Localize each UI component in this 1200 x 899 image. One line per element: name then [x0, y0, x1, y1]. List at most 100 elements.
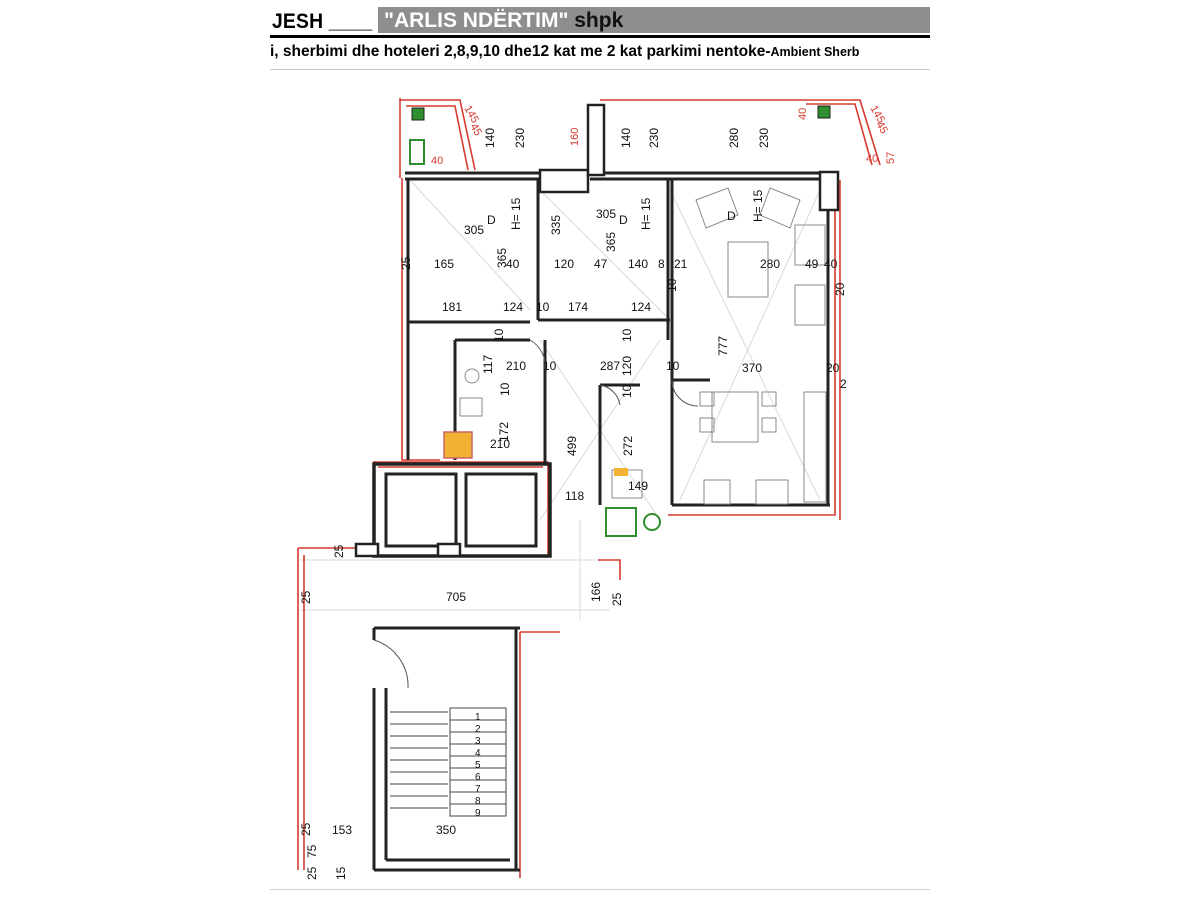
dim-top-280: 280: [727, 128, 741, 148]
company-name: "ARLIS NDËRTIM" shpk: [384, 9, 623, 33]
dimension-label: 20: [826, 361, 840, 375]
dimension-label: 280: [760, 257, 780, 271]
subtitle: i, sherbimi dhe hoteleri 2,8,9,10 dhe12 …: [270, 43, 771, 60]
dimension-label: 75: [305, 844, 319, 858]
dimension-label: 10: [536, 300, 550, 314]
dimension-label: 120: [620, 356, 634, 376]
dim-top-140a: 140: [483, 128, 497, 148]
stair-step-9: 9: [475, 808, 481, 819]
stair-step-2: 2: [475, 724, 481, 735]
room1-h: H= 15: [509, 197, 523, 230]
stair-step-8: 8: [475, 796, 481, 807]
stair-treads: [390, 707, 507, 817]
red-40c: 40: [866, 153, 878, 165]
room3-h: H= 15: [751, 189, 765, 222]
dimension-label: 705: [446, 590, 466, 604]
dimension-label: 140: [628, 257, 648, 271]
subtitle-row: i, sherbimi dhe hoteleri 2,8,9,10 dhe12 …: [270, 43, 930, 70]
dimension-label: 10: [620, 328, 634, 342]
dimension-label: 25: [299, 822, 313, 836]
company-suffix: shpk: [568, 9, 624, 32]
dimension-label: 153: [332, 823, 352, 837]
stair-step-1: 1: [475, 712, 481, 723]
dimension-label: 10: [666, 359, 680, 373]
door-swings: [373, 339, 699, 689]
dimension-label: 117: [481, 355, 495, 374]
dim-top-140b: 140: [619, 128, 633, 148]
dimension-label: 350: [436, 823, 456, 837]
dimension-label: 25: [399, 256, 413, 270]
red-160: 160: [569, 128, 581, 146]
dimension-label: 149: [628, 479, 648, 493]
fixtures: [409, 105, 831, 537]
dimension-label: 10: [498, 382, 512, 396]
dimension-label: 210: [490, 437, 510, 451]
room3-d: D: [727, 209, 736, 223]
dimension-label: 305: [596, 207, 616, 221]
dimension-label: 2: [840, 377, 847, 391]
title-bar: [378, 7, 930, 33]
columns: [354, 103, 840, 558]
title-row: JESH ____ "ARLIS NDËRTIM" shpk: [270, 7, 930, 38]
dimension-label: 25: [332, 544, 346, 558]
dimension-label: 165: [434, 257, 454, 271]
stair-step-7: 7: [475, 784, 481, 795]
bottom-rule: [270, 889, 930, 890]
dimension-label: 287: [600, 359, 620, 373]
dim-top-230a: 230: [513, 128, 527, 148]
dimension-label: 124: [631, 300, 651, 314]
dimension-label: 20: [833, 282, 847, 296]
dimension-label: 40: [824, 257, 838, 271]
dimension-label: 499: [565, 436, 579, 456]
room1-d: D: [487, 213, 496, 227]
walls: [372, 171, 830, 872]
dimension-label: 181: [442, 300, 462, 314]
red-45a: 45: [467, 122, 484, 139]
dimension-label: 305: [464, 223, 484, 237]
title-left: JESH ____: [272, 10, 373, 33]
dimension-label: 25: [305, 866, 319, 880]
dimension-label: 10: [665, 278, 679, 292]
room2-h: H= 15: [639, 197, 653, 230]
red-40b: 40: [797, 108, 809, 120]
dimension-label: 272: [621, 436, 635, 456]
dimension-label: 10: [620, 384, 634, 398]
dimension-label: 370: [742, 361, 762, 375]
dimension-labels: 140 230 140 230 280 230 D H= 15 D H= 15 …: [299, 128, 847, 880]
dimension-label: 49: [805, 257, 819, 271]
dimension-label: 166: [589, 582, 603, 602]
dimension-label: 25: [299, 590, 313, 604]
stair-step-numbers: 1 2 3 4 5 6 7 8 9: [475, 712, 481, 819]
dimension-label: 335: [549, 215, 563, 235]
reference-lines: [300, 179, 821, 620]
dimension-label: 210: [506, 359, 526, 373]
room2-d: D: [619, 213, 628, 227]
dimension-label: 777: [716, 336, 730, 356]
red-57: 57: [885, 152, 897, 164]
subtitle-tail: Ambient Sherb: [770, 45, 860, 59]
dim-top-230c: 230: [757, 128, 771, 148]
dimension-label: 365: [604, 232, 618, 252]
dimension-label: 172: [497, 422, 511, 442]
dimension-label: 15: [334, 866, 348, 880]
dimension-label: 8: [658, 257, 665, 271]
stair-step-6: 6: [475, 772, 481, 783]
dimension-label: 21: [674, 257, 688, 271]
dimension-label: 174: [568, 300, 588, 314]
dimension-label: 118: [565, 489, 584, 503]
drawing-header: JESH ____ "ARLIS NDËRTIM" shpk i, sherbi…: [270, 7, 930, 70]
stair-step-4: 4: [475, 748, 481, 759]
dimension-label: 47: [594, 257, 608, 271]
red-45b: 45: [873, 120, 890, 137]
company-text: "ARLIS NDËRTIM": [384, 9, 569, 32]
dim-top-230b: 230: [647, 128, 661, 148]
dimension-label: 124: [503, 300, 523, 314]
furniture: [459, 187, 827, 505]
dimension-label: 365: [495, 248, 509, 268]
dimension-label: 120: [554, 257, 574, 271]
dimension-label: 25: [610, 592, 624, 606]
red-40a: 40: [431, 155, 443, 167]
dimension-label: 10: [492, 328, 506, 342]
stair-step-3: 3: [475, 736, 481, 747]
